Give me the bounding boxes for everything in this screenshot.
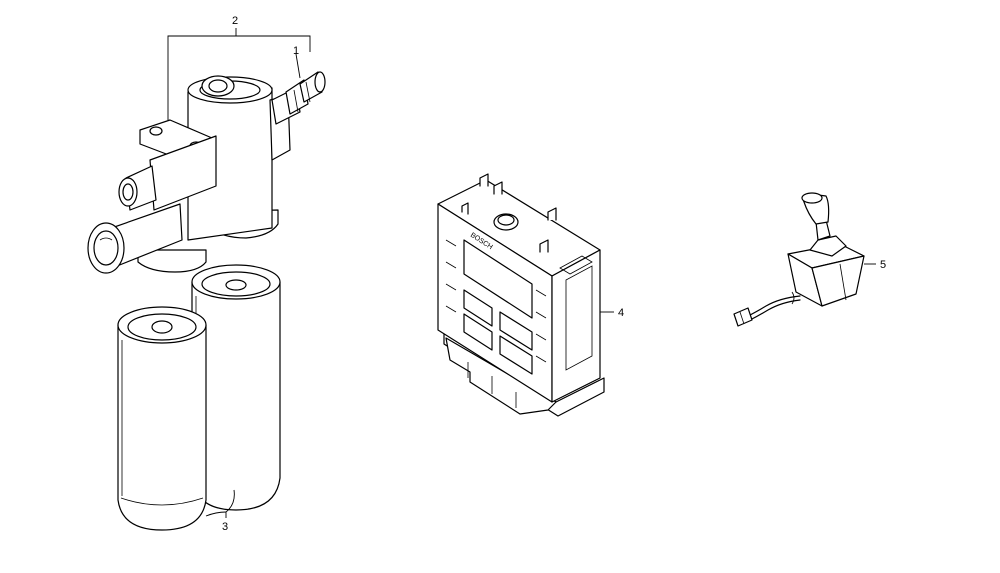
leader-lines — [167, 28, 876, 518]
filter-head-assembly — [87, 71, 326, 274]
electronic-controller: BOSCH — [437, 173, 605, 417]
callout-labels: 1 2 3 4 5 — [222, 15, 886, 533]
union-fitting — [271, 71, 326, 125]
joystick-control — [733, 192, 865, 327]
callout-4: 4 — [618, 307, 624, 319]
filter-cartridges — [117, 264, 281, 531]
callout-5: 5 — [880, 259, 886, 271]
callout-1: 1 — [293, 45, 299, 57]
callout-2: 2 — [232, 15, 238, 27]
callout-3: 3 — [222, 521, 228, 533]
